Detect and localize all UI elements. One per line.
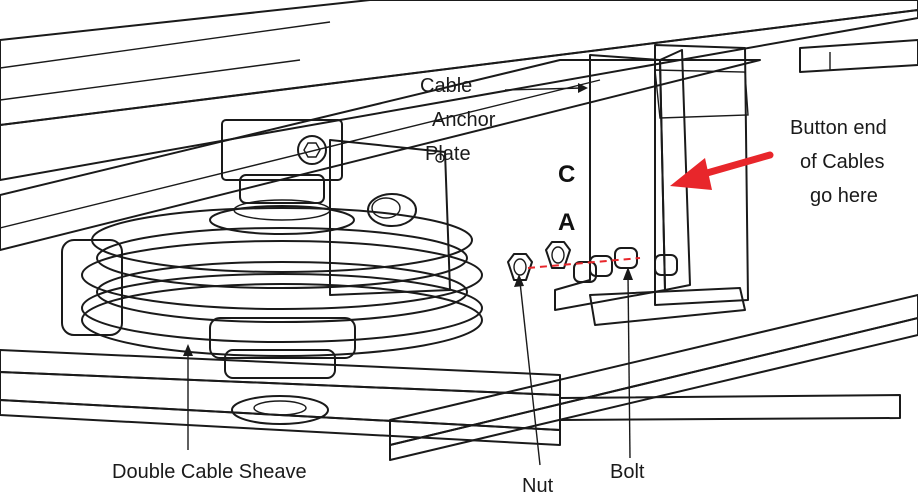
label-button-end-line3: go here — [810, 185, 878, 207]
nut-parts — [507, 241, 571, 281]
lower-right-crossbar — [389, 294, 918, 461]
label-nut: Nut — [522, 475, 554, 497]
upper-frame-rail — [0, 0, 918, 181]
label-button-end-line1: Button end — [790, 117, 887, 139]
label-cable-anchor-plate-line1: Cable — [420, 75, 472, 97]
leader-lines — [183, 83, 633, 466]
bolt-alignment-dash — [527, 257, 641, 269]
label-bolt: Bolt — [610, 461, 645, 483]
label-letter-c: C — [558, 161, 575, 188]
label-button-end-line2: of Cables — [800, 151, 885, 173]
anchor-bolts — [573, 247, 678, 283]
label-letter-a: A — [558, 209, 575, 236]
label-double-cable-sheave: Double Cable Sheave — [112, 461, 307, 483]
cable-anchor-plate — [554, 44, 749, 326]
red-indicator-arrow — [670, 151, 774, 190]
lower-frame-rail — [0, 349, 561, 446]
double-cable-sheave — [61, 199, 483, 357]
lower-hub — [209, 317, 356, 425]
diagonal-cross-rail — [0, 59, 761, 251]
upper-hub — [221, 119, 343, 204]
top-right-bracket — [799, 39, 918, 73]
label-cable-anchor-plate-line2: Anchor — [432, 109, 496, 131]
label-cable-anchor-plate-line3: Plate — [425, 143, 471, 165]
mount-bolt-head — [367, 193, 417, 227]
